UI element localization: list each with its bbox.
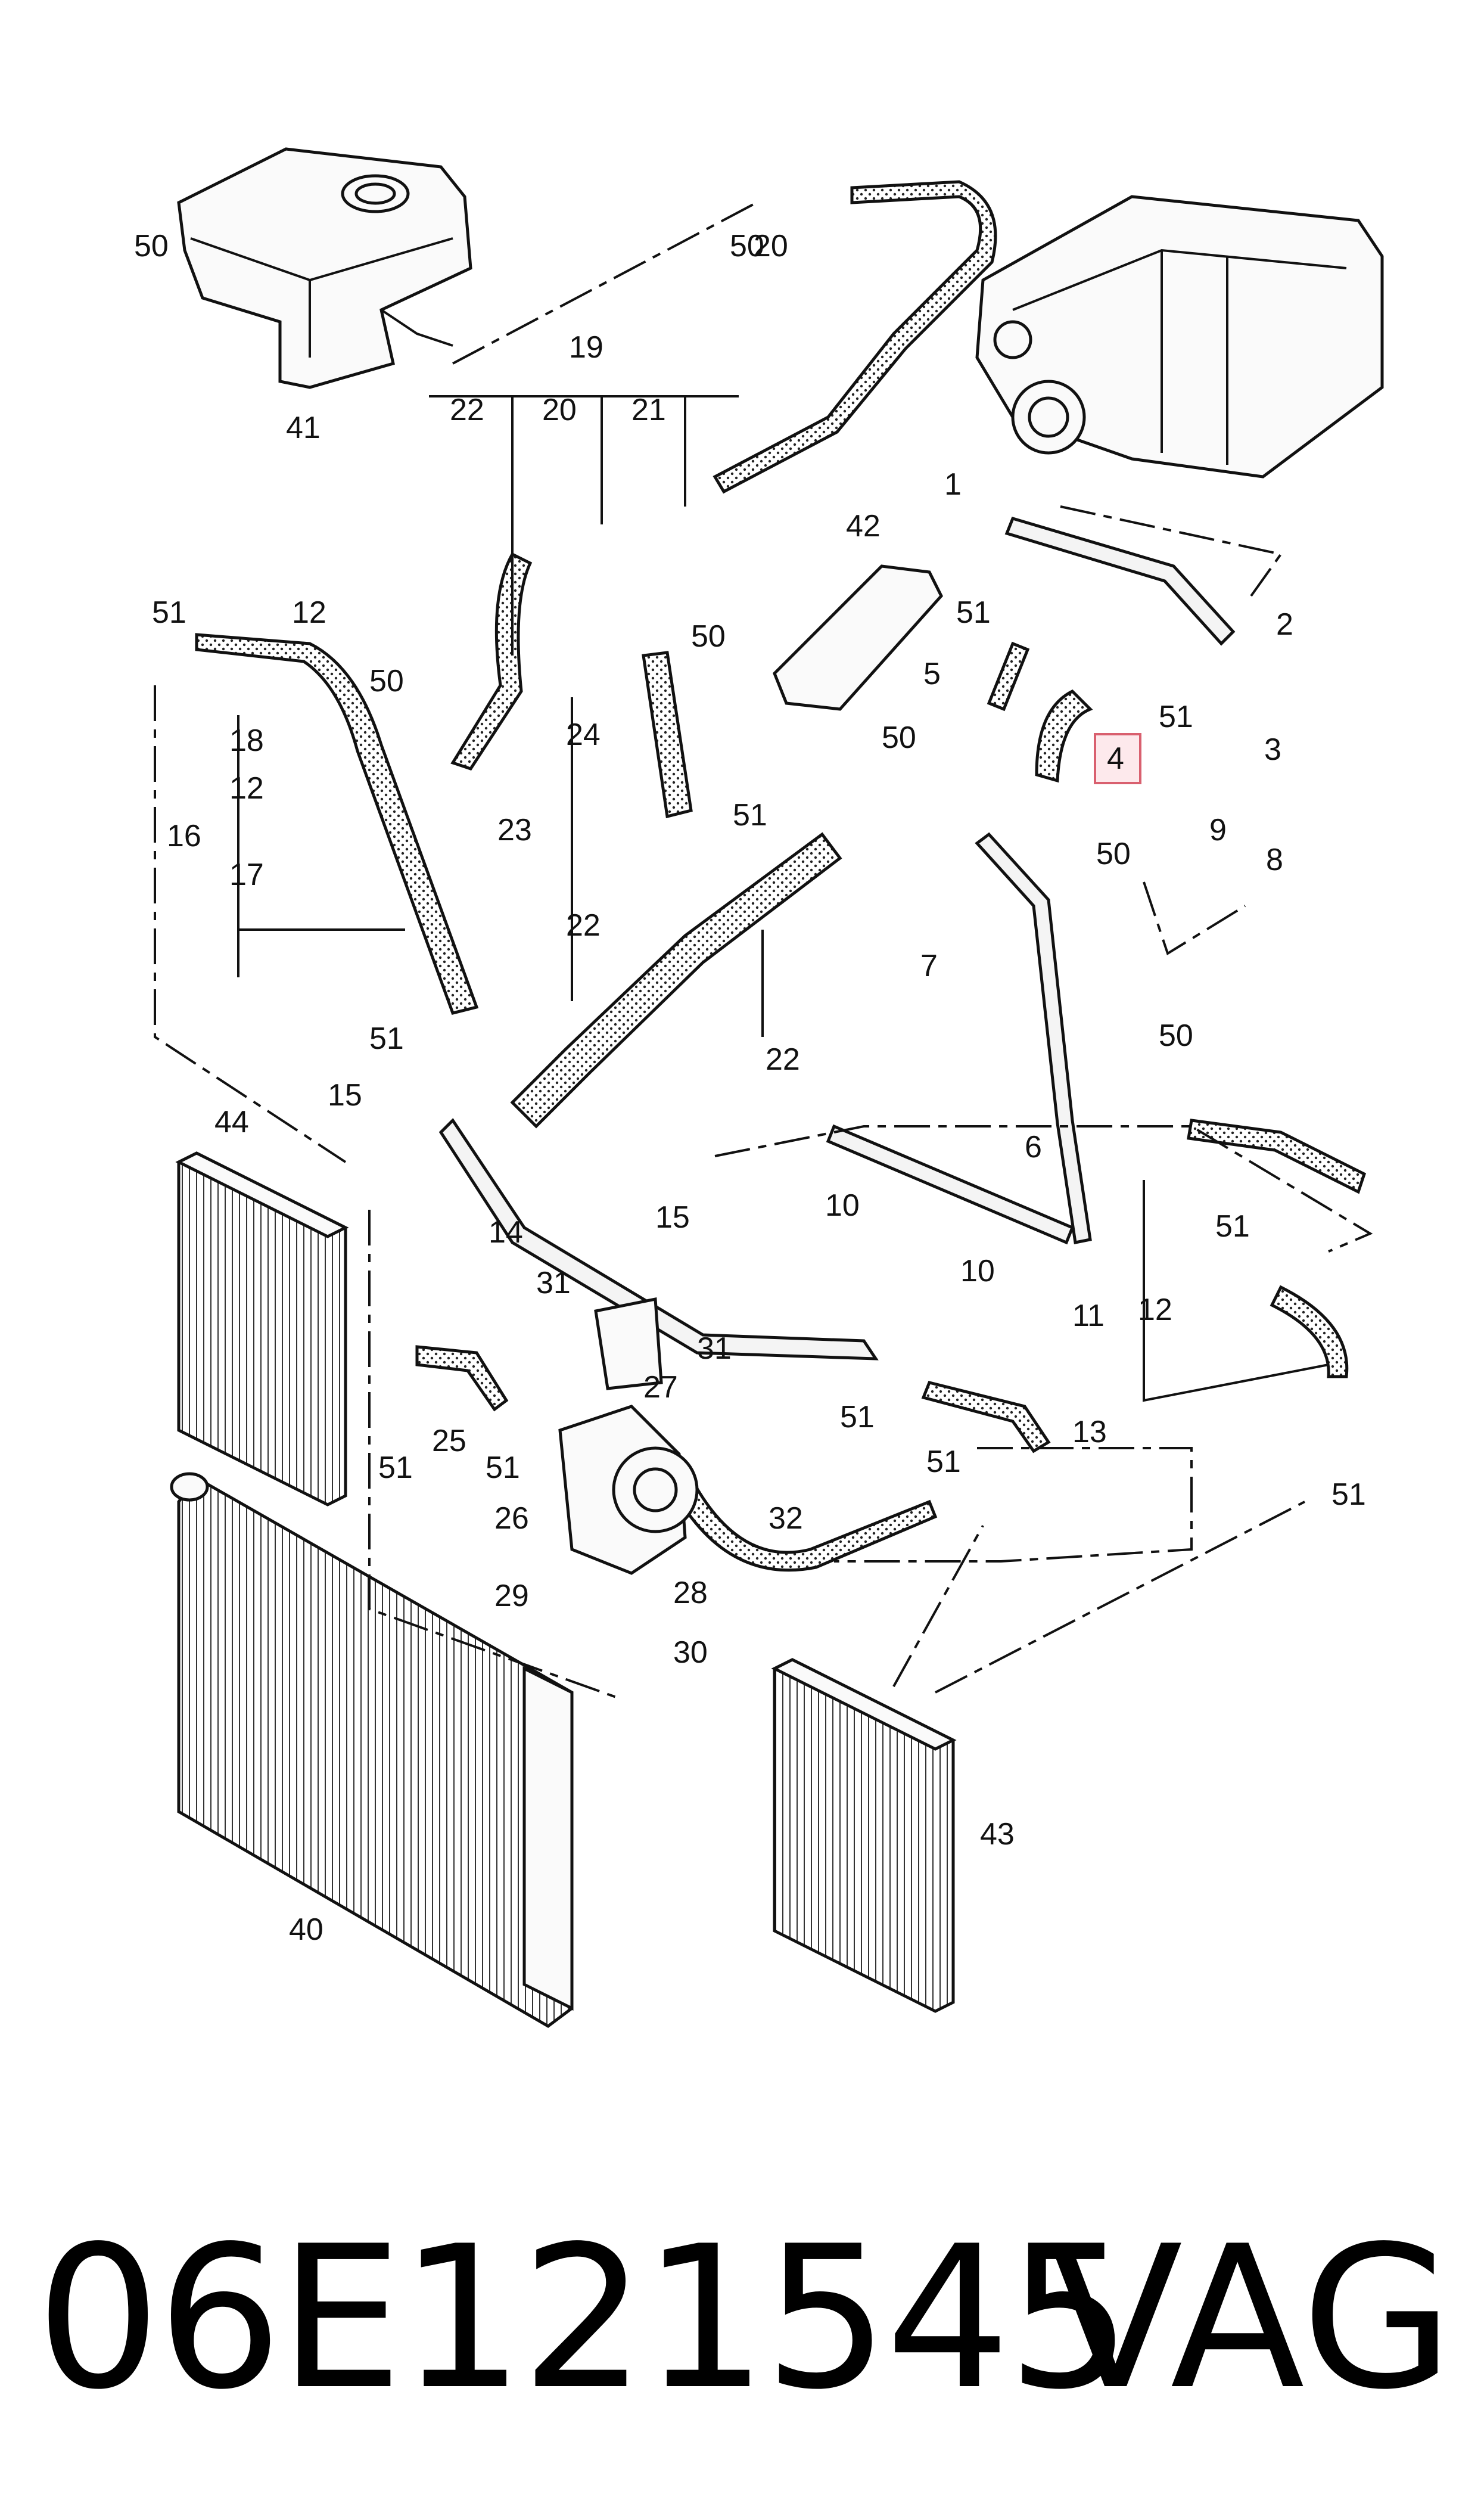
callout-51g: 51	[378, 1450, 413, 1485]
callout-51d: 51	[1159, 700, 1193, 734]
callout-12c: 12	[1138, 1293, 1172, 1327]
callout-50a: 50	[134, 229, 169, 263]
expansion-tank	[177, 147, 472, 389]
callout-28: 28	[673, 1576, 708, 1610]
callout-12b: 12	[229, 771, 264, 806]
aux-radiator-left	[175, 1151, 349, 1507]
leader-lines	[154, 201, 1373, 1700]
callout-6: 6	[1025, 1130, 1042, 1164]
callout-16: 16	[167, 819, 201, 853]
callout-labels: 1 2 3 4 5 6 7 8 9 10 10 11 12 12 12 13 1…	[134, 229, 1366, 1947]
callout-50f: 50	[1159, 1018, 1193, 1053]
callout-51k: 51	[1331, 1477, 1366, 1512]
callout-11: 11	[1072, 1299, 1105, 1333]
callout-51c: 51	[956, 595, 991, 630]
callout-4: 4	[1107, 741, 1124, 776]
callout-25: 25	[432, 1424, 466, 1458]
callout-23: 23	[497, 813, 532, 847]
callout-22b: 22	[566, 908, 601, 943]
callout-19: 19	[569, 330, 603, 365]
callout-3: 3	[1264, 732, 1281, 767]
callout-10a: 10	[825, 1188, 860, 1223]
callout-10b: 10	[960, 1254, 995, 1288]
callout-8: 8	[1266, 843, 1283, 877]
part-number: 06E121545	[36, 2204, 1132, 2433]
callout-26: 26	[494, 1501, 529, 1536]
callout-2: 2	[1276, 607, 1293, 642]
callout-22c: 22	[766, 1042, 800, 1077]
callout-15a: 15	[328, 1078, 362, 1113]
callout-31b: 31	[697, 1331, 732, 1366]
callout-21: 21	[631, 393, 666, 427]
highlight-box-part-4	[1094, 733, 1141, 784]
metal-pipes	[438, 516, 1236, 1361]
aux-radiator-right	[771, 1658, 957, 2013]
footer: 06E121545 VAG	[36, 2205, 1454, 2431]
callout-43: 43	[980, 1817, 1015, 1852]
water-pump	[558, 1297, 699, 1575]
callout-18: 18	[229, 723, 264, 758]
callout-15b: 15	[655, 1200, 690, 1235]
callout-12a: 12	[292, 595, 326, 630]
callout-14: 14	[489, 1215, 523, 1250]
callout-20b: 20	[542, 393, 577, 427]
callout-13: 13	[1072, 1415, 1107, 1449]
callout-51e: 51	[369, 1021, 404, 1056]
callout-32: 32	[769, 1501, 803, 1536]
callout-42: 42	[846, 509, 881, 543]
callout-50b: 50	[369, 664, 404, 698]
callout-40: 40	[289, 1912, 323, 1947]
callout-30: 30	[673, 1635, 708, 1670]
callout-51a: 51	[152, 595, 186, 630]
callout-31a: 31	[536, 1266, 571, 1300]
callout-5: 5	[923, 657, 941, 691]
callout-51b: 51	[733, 798, 767, 833]
callout-29: 29	[494, 1579, 529, 1613]
callout-50d: 50	[882, 720, 916, 755]
callout-27: 27	[643, 1370, 678, 1405]
main-radiator	[170, 1472, 574, 2028]
callout-44: 44	[214, 1105, 249, 1139]
callout-50e: 50	[1096, 837, 1131, 871]
callout-22a: 22	[450, 393, 484, 427]
callout-17: 17	[229, 858, 264, 892]
callout-20a: 20	[754, 229, 788, 263]
callout-51j: 51	[926, 1445, 961, 1479]
brand-label: VAG	[1048, 2204, 1454, 2433]
callout-41: 41	[286, 411, 321, 445]
callout-51i: 51	[840, 1400, 875, 1434]
supercharger-housing	[975, 195, 1384, 479]
callout-24: 24	[566, 718, 601, 752]
callout-50c: 50	[691, 619, 726, 654]
callout-50a-real: 50	[730, 229, 764, 263]
callout-7: 7	[920, 949, 938, 983]
coolant-hoses	[195, 180, 1367, 1572]
callout-1: 1	[944, 467, 962, 502]
callout-51h: 51	[486, 1450, 520, 1485]
callout-51f: 51	[1215, 1209, 1250, 1244]
cover-part-42	[773, 564, 943, 711]
callout-9: 9	[1209, 813, 1227, 847]
